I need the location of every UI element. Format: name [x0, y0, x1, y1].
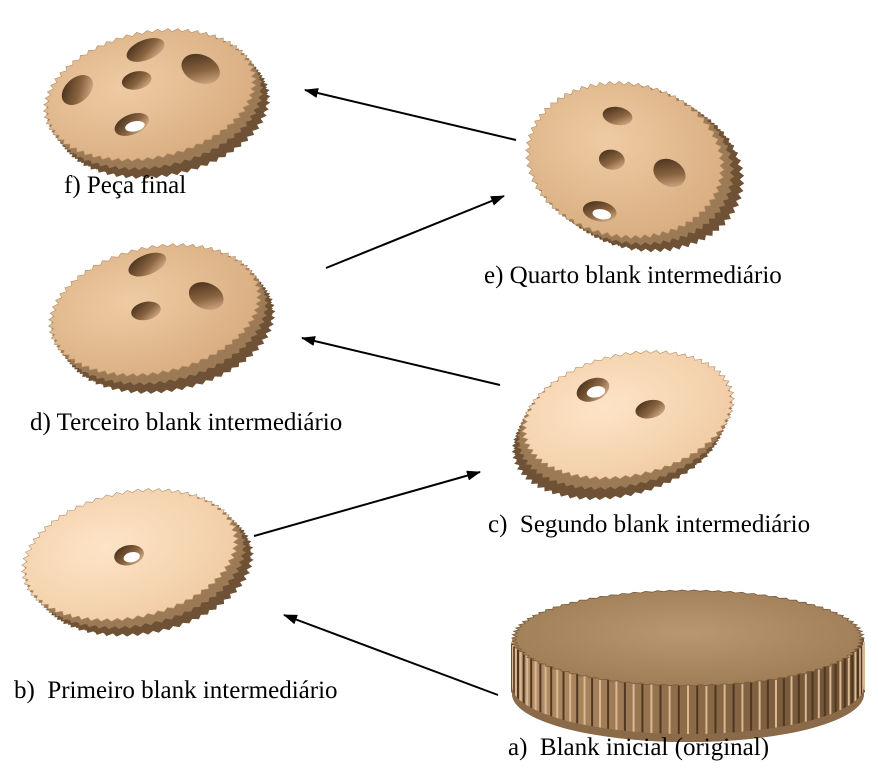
caption-f: f) Peça final	[64, 173, 186, 198]
arrow-c-to-d	[302, 338, 500, 385]
caption-e: e) Quarto blank intermediário	[484, 263, 782, 288]
caption-a: a) Blank inicial (original)	[508, 735, 769, 760]
gear-e	[511, 66, 758, 268]
arrow-e-to-f	[305, 90, 516, 140]
caption-d: d) Terceiro blank intermediário	[30, 410, 342, 435]
gear-f	[31, 8, 283, 200]
caption-c: c) Segundo blank intermediário	[488, 512, 810, 537]
arrow-b-to-c	[254, 472, 480, 536]
caption-b: b) Primeiro blank intermediário	[14, 678, 338, 703]
gear-b	[9, 467, 266, 658]
gear-c	[496, 332, 750, 519]
arrow-d-to-e	[326, 196, 504, 268]
gear-d	[36, 223, 288, 415]
gear-a-top	[512, 590, 864, 686]
gear-a	[512, 590, 864, 742]
